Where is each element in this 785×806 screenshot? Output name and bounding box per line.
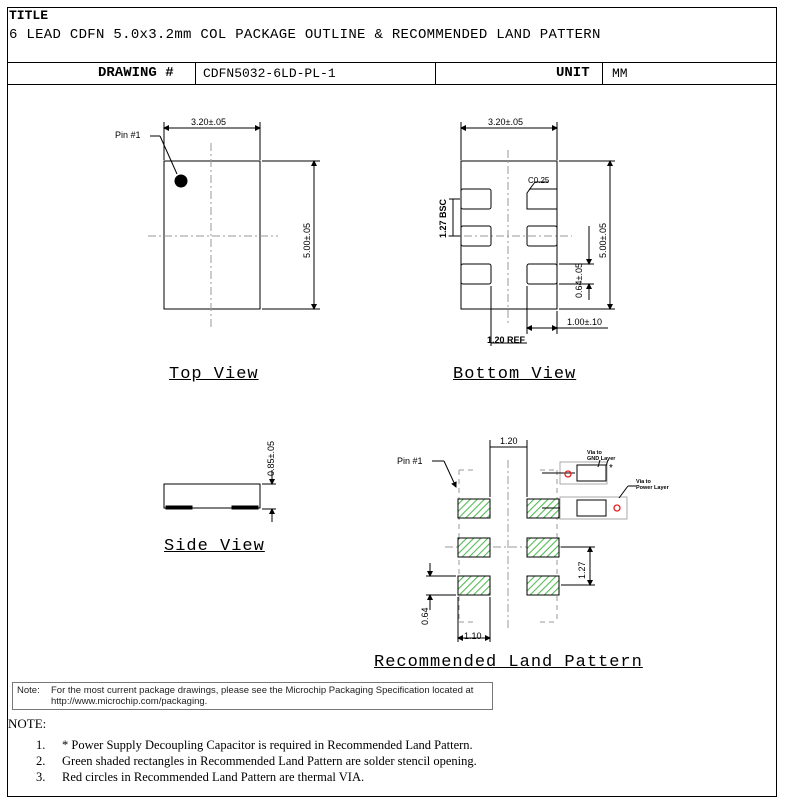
pad <box>526 263 558 285</box>
land-pad <box>526 537 560 558</box>
capacitor <box>576 499 607 517</box>
column-separator <box>195 63 196 84</box>
note-number: 3. <box>36 770 46 784</box>
pad <box>460 188 492 210</box>
note-url[interactable]: http://www.microchip.com/packaging. <box>51 696 208 707</box>
header-divider <box>7 62 777 63</box>
land-pin1-label: Pin #1 <box>397 456 423 466</box>
bottom-view-label: Bottom View <box>453 365 577 384</box>
drawing-number-label: DRAWING # <box>98 65 174 81</box>
thermal-via <box>564 470 572 478</box>
drawing-frame <box>7 7 777 797</box>
unit-value: MM <box>612 66 628 81</box>
drawing-title: 6 LEAD CDFN 5.0x3.2mm COL PACKAGE OUTLIN… <box>9 27 601 43</box>
dim-land-gap: 1.20 <box>500 436 518 446</box>
drawing-number: CDFN5032-6LD-PL-1 <box>203 66 336 81</box>
note-text: Green shaded rectangles in Recommended L… <box>62 754 477 768</box>
dim-bottom-width: 3.20±.05 <box>488 117 523 127</box>
dim-bottom-height: 5.00±.05 <box>598 223 608 258</box>
pin1-dot <box>174 174 188 188</box>
capacitor <box>576 464 607 482</box>
via-pwr-line1: Via to <box>636 479 652 485</box>
via-pwr-line2: Power Layer <box>636 485 670 491</box>
side-view <box>163 470 276 522</box>
land-pad <box>457 575 491 596</box>
pad <box>526 225 558 247</box>
dim-side-height: 0.85±.05 <box>266 441 276 476</box>
pin1-label: Pin #1 <box>115 130 141 140</box>
column-separator <box>435 63 436 84</box>
title-label: TITLE <box>9 8 49 23</box>
note-text: Red circles in Recommended Land Pattern … <box>62 770 365 784</box>
dim-top-height: 5.00±.05 <box>302 223 312 258</box>
packaging-note-box: Note: For the most current package drawi… <box>12 682 493 710</box>
dim-pad-span: 1.00±.10 <box>567 317 602 327</box>
dim-pad-length: 0.64±.05 <box>574 263 584 298</box>
side-view-label: Side View <box>164 537 265 556</box>
dim-land-pad-width: 1.10 <box>464 631 482 641</box>
top-view-label: Top View <box>169 365 259 384</box>
dim-chamfer: C0.25 <box>528 176 550 185</box>
dim-ref: 1.20 REF <box>487 335 526 345</box>
note-text: * Power Supply Decoupling Capacitor is r… <box>62 738 473 752</box>
side-body <box>163 483 261 509</box>
via-gnd-line2: GND Layer <box>587 456 616 462</box>
note-number: 1. <box>36 738 46 752</box>
land-pad <box>457 537 491 558</box>
dim-pitch-bsc: 1.27 BSC <box>438 198 448 238</box>
note-text: For the most current package drawings, p… <box>51 685 474 696</box>
asterisk-mark: * <box>609 463 613 474</box>
note-item: 3. Red circles in Recommended Land Patte… <box>36 770 477 786</box>
note-item: 1. * Power Supply Decoupling Capacitor i… <box>36 738 477 754</box>
pad-chamfered <box>526 188 558 210</box>
dim-land-pitch: 1.27 <box>577 561 587 579</box>
dim-land-pad-height: 0.64 <box>420 607 430 625</box>
via-gnd-line1: Via to <box>587 450 603 456</box>
note-number: 2. <box>36 754 46 768</box>
land-pad <box>526 575 560 596</box>
bottom-view <box>448 122 615 346</box>
notes-heading: NOTE: <box>8 716 47 731</box>
note-label: Note: <box>17 685 40 696</box>
top-view <box>148 122 320 330</box>
column-separator <box>602 63 603 84</box>
notes-list: 1. * Power Supply Decoupling Capacitor i… <box>36 738 477 786</box>
land-pattern-label: Recommended Land Pattern <box>374 653 643 672</box>
land-pattern <box>426 440 636 642</box>
top-body <box>163 160 261 310</box>
unit-label: UNIT <box>556 65 590 81</box>
land-pad <box>457 498 491 519</box>
pad <box>460 263 492 285</box>
header-divider-bottom <box>7 84 777 85</box>
thermal-via <box>613 504 621 512</box>
note-item: 2. Green shaded rectangles in Recommende… <box>36 754 477 770</box>
pad <box>460 225 492 247</box>
dim-top-width: 3.20±.05 <box>191 117 226 127</box>
